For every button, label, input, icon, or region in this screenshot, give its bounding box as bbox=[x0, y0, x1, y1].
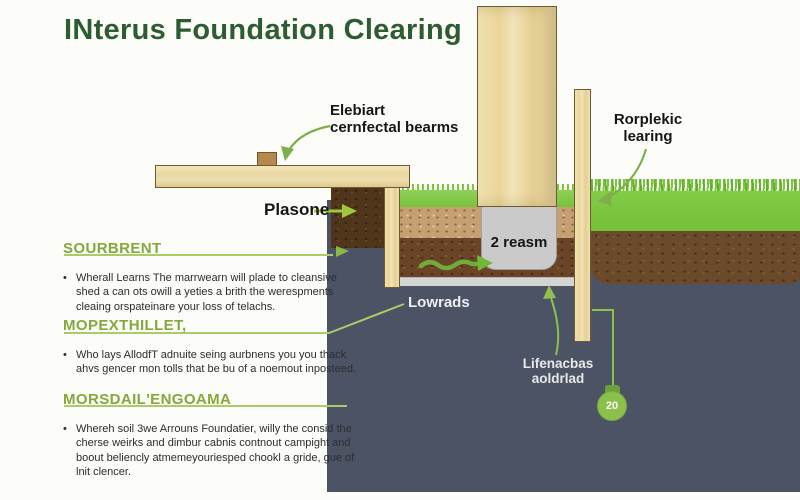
center-post bbox=[477, 6, 557, 207]
section1-body: Wherall Learns The marrwearn will plade … bbox=[76, 272, 337, 313]
beam-arrowhead-icon bbox=[281, 146, 294, 161]
beam-label-line2: cernfectal bearms bbox=[330, 119, 459, 136]
soil-right bbox=[591, 231, 800, 284]
info-section-1: SOURBRENT • Wherall Learns The marrwearn… bbox=[63, 240, 357, 314]
section1-heading: SOURBRENT bbox=[63, 240, 162, 257]
right-label-line2: learing bbox=[623, 128, 673, 145]
footing-base-label: Lowrads bbox=[408, 294, 470, 311]
beam-label-line1: Elebiart bbox=[330, 102, 386, 119]
lightbulb-icon: 20 bbox=[597, 391, 627, 421]
section3-bullet-item: • Whereh soil 3we Arrouns Foundatier, wi… bbox=[63, 422, 357, 479]
beam-block bbox=[257, 152, 277, 166]
section3-body: Whereh soil 3we Arrouns Foundatier, will… bbox=[76, 423, 355, 478]
bulb-value: 20 bbox=[605, 400, 619, 412]
page-title: INterus Foundation Clearing bbox=[64, 14, 462, 46]
info-section-3: MORSDAIL'ENGOAMA • Whereh soil 3we Arrou… bbox=[63, 391, 357, 479]
horizontal-beam bbox=[155, 165, 410, 188]
section3-heading: MORSDAIL'ENGOAMA bbox=[63, 391, 232, 408]
anchor-label-line1: Lifenacbas bbox=[522, 356, 594, 371]
lightbulb-cap-icon bbox=[605, 385, 620, 393]
soil-label: Plasone bbox=[264, 200, 330, 219]
bullet-dot-icon: • bbox=[63, 423, 67, 435]
section2-body: Who lays AllodfT adnuite seing aurbnens … bbox=[76, 349, 357, 376]
left-post bbox=[384, 187, 400, 288]
anchor-label-line2: aoldrlad bbox=[531, 371, 585, 386]
beam-label: Elebiart cernfectal bearms bbox=[330, 102, 458, 136]
grass-right bbox=[591, 191, 800, 231]
right-form-board bbox=[574, 89, 591, 342]
section2-bullet-item: • Who lays AllodfT adnuite seing aurbnen… bbox=[63, 348, 357, 377]
bullet-dot-icon: • bbox=[63, 349, 67, 361]
beam-label-arrow bbox=[288, 124, 331, 151]
soil-column-under-beam bbox=[331, 187, 387, 248]
section1-bullet-item: • Wherall Learns The marrwearn will plad… bbox=[63, 271, 357, 314]
bullet-dot-icon: • bbox=[63, 272, 67, 284]
info-section-2: MOPEXTHILLET, • Who lays AllodfT adnuite… bbox=[63, 317, 357, 377]
right-label-line1: Rorplekic bbox=[613, 111, 683, 128]
footing-base-strip bbox=[397, 277, 575, 286]
section2-heading: MOPEXTHILLET, bbox=[63, 317, 187, 334]
right-label: Rorplekic learing bbox=[603, 111, 693, 145]
footing-label: 2 reasm bbox=[490, 234, 548, 251]
anchor-label: Lifenacbas aoldrlad bbox=[506, 356, 610, 386]
